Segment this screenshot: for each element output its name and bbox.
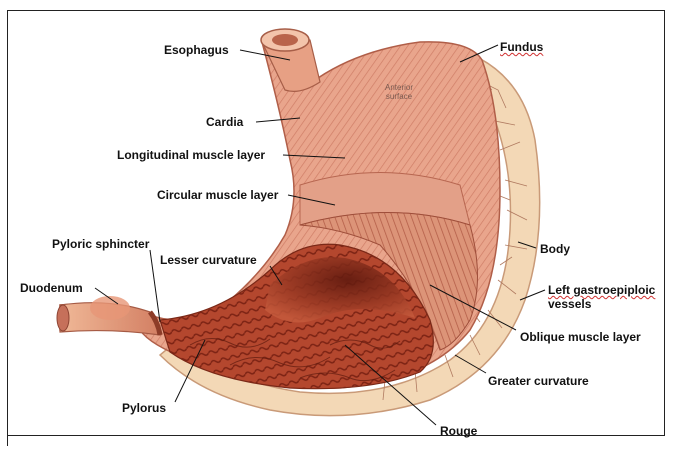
- label-gastroepiploic-line2: vessels: [548, 297, 655, 311]
- duodenum-bulge: [90, 296, 130, 320]
- label-greater-curvature: Greater curvature: [488, 374, 589, 388]
- label-anterior-line2: surface: [374, 92, 424, 101]
- label-pyloric-sphincter: Pyloric sphincter: [52, 237, 149, 251]
- label-fundus: Fundus: [500, 40, 543, 54]
- esophagus-lumen: [272, 34, 298, 46]
- label-anterior-surface: Anterior surface: [374, 83, 424, 101]
- label-lesser-curvature: Lesser curvature: [160, 253, 257, 267]
- label-oblique-muscle: Oblique muscle layer: [520, 330, 641, 344]
- label-longitudinal-muscle: Longitudinal muscle layer: [117, 148, 265, 162]
- label-anterior-line1: Anterior: [374, 83, 424, 92]
- label-esophagus: Esophagus: [164, 43, 229, 57]
- label-circular-muscle: Circular muscle layer: [157, 188, 278, 202]
- label-pylorus: Pylorus: [122, 401, 166, 415]
- label-gastroepiploic-vessels: Left gastroepiploic vessels: [548, 283, 655, 311]
- label-gastroepiploic-line1: Left gastroepiploic: [548, 283, 655, 297]
- label-cardia: Cardia: [206, 115, 243, 129]
- label-duodenum: Duodenum: [20, 281, 83, 295]
- duodenum-lumen: [57, 305, 69, 331]
- label-body: Body: [540, 242, 570, 256]
- label-rouge: Rouge: [440, 424, 477, 438]
